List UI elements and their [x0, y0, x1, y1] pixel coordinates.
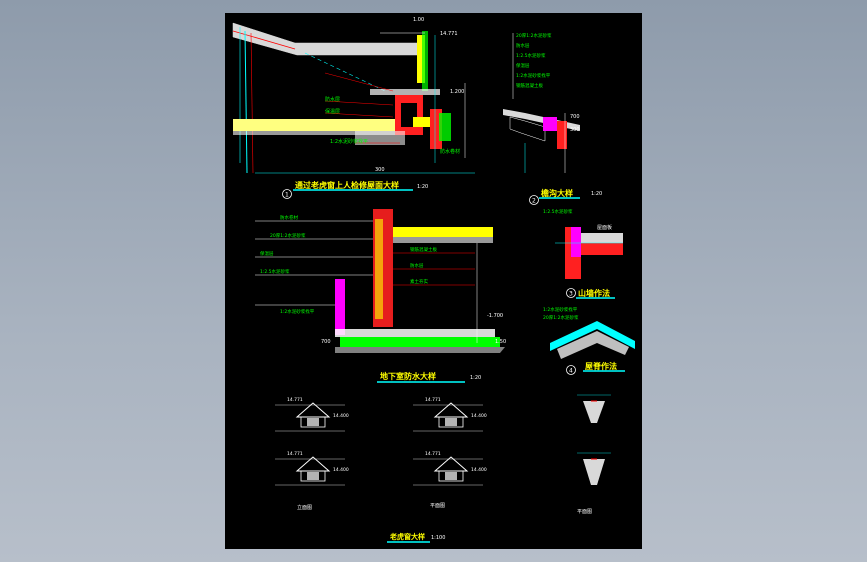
- detail-5-scale: 1:20: [470, 375, 481, 381]
- dormer-elev-3: 14.771 14.400: [275, 451, 349, 486]
- detail-3-number: 3: [569, 291, 573, 298]
- base-note-2: 20厚1:2水泥砂浆: [270, 232, 306, 239]
- base-note-6: 钢筋混凝土板: [410, 246, 437, 253]
- elev3-dim-2: 14.400: [333, 467, 349, 473]
- note-1a: 防水层: [325, 96, 340, 103]
- detail-gable-wall: 1:2.5水泥砂浆 屋面板 3 山墙作法: [543, 208, 623, 299]
- note-1d: 防水卷材: [440, 148, 460, 155]
- gable-note-1: 1:2.5水泥砂浆: [543, 208, 573, 215]
- plan-label-1: 平面图: [430, 503, 445, 509]
- base-note-5: 1:2水泥砂浆找平: [280, 308, 315, 315]
- cad-drawing: 1.00 14.771 防水层 保温层 1:2水泥砂浆找平 1.200 防水卷材…: [232, 17, 635, 543]
- detail-gutter: 20厚1:2水泥砂浆 防水层 1:2.5水泥砂浆 保温层 1:2水泥砂浆找平 钢…: [503, 32, 602, 205]
- dormer-plan-2: [577, 452, 611, 485]
- plan-label-2: 平面图: [577, 509, 592, 515]
- base-note-7: 防水层: [410, 262, 424, 269]
- detail-2-title: 檐沟大样: [541, 188, 573, 198]
- elev2-dim-2: 14.400: [471, 413, 487, 419]
- base-note-4: 1:2.5水泥砂浆: [260, 268, 290, 275]
- ridge-note-1: 1:2水泥砂浆找平: [543, 306, 578, 313]
- detail-ridge: 1:2水泥砂浆找平 20厚1:2水泥砂浆 4 屋脊作法: [543, 306, 635, 375]
- elev2-dim-1: 14.771: [425, 397, 441, 403]
- dormer-elev-2: 14.771 14.400: [413, 397, 487, 432]
- detail-1-number-circle: [282, 189, 292, 199]
- detail-roof-dormer: 1.00 14.771 防水层 保温层 1:2水泥砂浆找平 1.200 防水卷材…: [232, 17, 475, 199]
- detail-3-title: 山墙作法: [578, 288, 610, 298]
- gutter-note-5: 1:2水泥砂浆找平: [516, 72, 551, 79]
- detail-2-scale: 1:20: [591, 191, 602, 197]
- dim-top-a: 1.00: [413, 17, 424, 23]
- base-note-8: 素土夯实: [410, 278, 428, 285]
- detail-1-scale: 1:20: [417, 184, 428, 190]
- detail-3-number-circle: [566, 288, 576, 298]
- gutter-note-2: 防水层: [516, 42, 530, 49]
- note-1c: 1:2水泥砂浆找平: [330, 138, 368, 145]
- note-1b: 保温层: [325, 108, 340, 115]
- drawing-sheet: 1.00 14.771 防水层 保温层 1:2水泥砂浆找平 1.200 防水卷材…: [225, 13, 642, 549]
- base-dim-1: -1.700: [487, 313, 503, 319]
- dormer-elev-4: 14.771 14.400: [413, 451, 487, 486]
- gable-label: 屋面板: [597, 224, 612, 231]
- base-note-3: 保温层: [260, 250, 274, 257]
- dim-top-b: 14.771: [440, 31, 458, 37]
- gutter-note-1: 20厚1:2水泥砂浆: [516, 32, 552, 39]
- dim-1c: 1.200: [450, 89, 464, 95]
- detail-4-number-circle: [566, 365, 576, 375]
- dormer-elev-1: 14.771 14.400: [275, 397, 349, 432]
- elev-label: 立面图: [297, 504, 312, 511]
- base-dim-3: 1.50: [495, 339, 506, 345]
- base-dim-2: 700: [321, 339, 331, 345]
- detail-6-title: 老虎窗大样: [389, 532, 425, 541]
- detail-2-number-circle: [529, 195, 539, 205]
- detail-6-scale: 1:100: [431, 535, 445, 541]
- elev1-dim-1: 14.771: [287, 397, 303, 403]
- detail-1-title: 通过老虎窗上人检修屋面大样: [295, 180, 399, 190]
- detail-4-title: 屋脊作法: [585, 361, 617, 371]
- elev4-dim-1: 14.771: [425, 451, 441, 457]
- detail-5-title: 地下室防水大样: [380, 371, 436, 381]
- dormer-plan-1: [577, 394, 611, 423]
- gutter-dim-2: 300: [570, 127, 580, 133]
- detail-1-number: 1: [285, 192, 289, 199]
- gutter-dim-1: 700: [570, 114, 580, 120]
- dim-1d: 300: [375, 167, 385, 173]
- gutter-note-4: 保温层: [516, 62, 530, 69]
- elev1-dim-2: 14.400: [333, 413, 349, 419]
- detail-dormer-elevations: 14.771 14.400 14.771 14.400 14.771 14.40…: [275, 394, 611, 543]
- gutter-note-3: 1:2.5水泥砂浆: [516, 52, 546, 59]
- elev3-dim-1: 14.771: [287, 451, 303, 457]
- base-note-1: 防水卷材: [280, 214, 298, 221]
- gutter-note-6: 钢筋混凝土板: [516, 82, 543, 89]
- elev4-dim-2: 14.400: [471, 467, 487, 473]
- detail-4-number: 4: [569, 368, 573, 375]
- detail-2-number: 2: [532, 198, 536, 205]
- detail-basement: 防水卷材 20厚1:2水泥砂浆 保温层 1:2.5水泥砂浆 1:2水泥砂浆找平 …: [255, 209, 506, 383]
- ridge-note-2: 20厚1:2水泥砂浆: [543, 314, 579, 321]
